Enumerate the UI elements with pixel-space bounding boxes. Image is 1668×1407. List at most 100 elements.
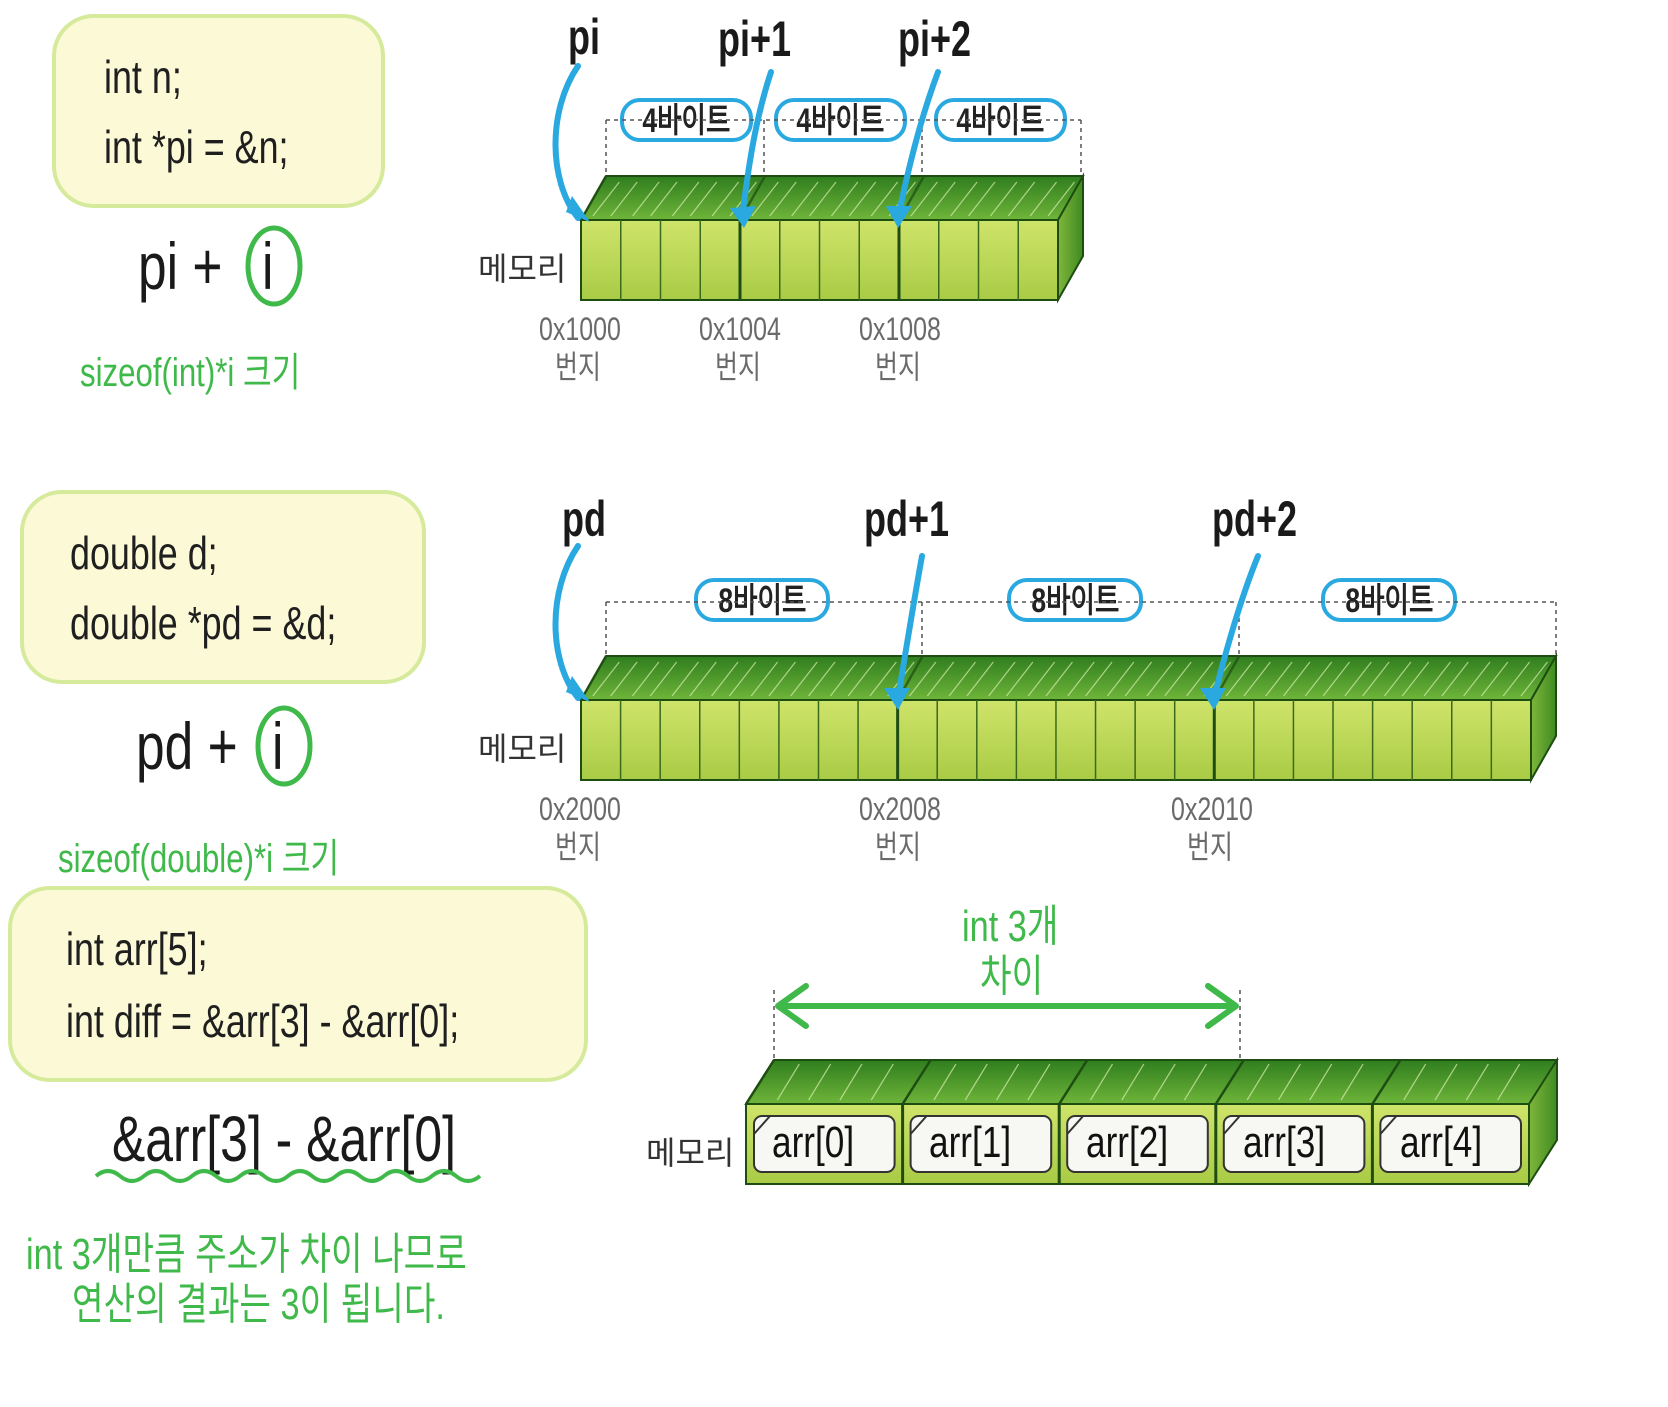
memory-strip-int [552, 63, 1085, 304]
arr-top-hatch [1403, 1063, 1427, 1101]
arr-top-hatch [1465, 1063, 1489, 1101]
top-hatch [1480, 661, 1509, 697]
top-hatch [1027, 661, 1056, 697]
arr-paper [1379, 1115, 1523, 1173]
arr-top-hatch [776, 1063, 800, 1101]
pointer-label-pd-1: pd+1 [864, 491, 950, 547]
pointer-label-pi: pi [568, 9, 600, 65]
arr-top-hatch [870, 1063, 894, 1101]
top-hatch [791, 181, 819, 217]
memory-label-1: 메모리 [478, 251, 567, 287]
top-hatch [610, 181, 638, 217]
pointer-label-pd-2: pd+2 [1212, 491, 1298, 547]
top-hatch [1006, 661, 1034, 697]
top-hatch [592, 181, 620, 217]
byte-box-4-2: 4바이트 [774, 98, 907, 142]
code-line-int-diff: int diff = &arr[3] - &arr[0]; [66, 995, 460, 1047]
arr-paper-fold [1223, 1115, 1241, 1135]
arr-top-hatch [964, 1063, 988, 1101]
pointer-label-pi-1: pi+1 [718, 11, 792, 67]
arr-top-hatch [996, 1063, 1020, 1101]
diff-label-line-2: 차이 [980, 952, 1044, 1001]
top-hatch [1047, 181, 1075, 217]
result-line-2: 연산의 결과는 3이 됩니다. [72, 1280, 445, 1329]
top-hatch [988, 661, 1016, 697]
expr-var-i-2: i [272, 709, 284, 783]
arr-top-hatch [1309, 1063, 1333, 1101]
expr-arr-diff: &arr[3] - &arr[0] [112, 1103, 456, 1175]
top-hatch [1067, 661, 1095, 697]
top-hatch [1384, 661, 1412, 697]
arr-cell-0: arr[0] [772, 1118, 855, 1167]
arr-top-divider [1058, 1059, 1089, 1105]
wavy-underline [94, 1169, 482, 1183]
arr-top-hatch [1246, 1063, 1270, 1101]
arr-top-hatch [1340, 1063, 1364, 1101]
top-hatch [592, 661, 620, 697]
arr-cell-2: arr[2] [1086, 1118, 1169, 1167]
arr-paper-fold [1066, 1115, 1084, 1135]
top-hatch [1441, 661, 1469, 697]
code-line-double-d: double d; [70, 527, 218, 579]
top-divider [579, 175, 608, 221]
arr-paper [753, 1115, 896, 1173]
top-hatch [968, 181, 996, 217]
top-hatch [1283, 661, 1311, 697]
expr-pi-plus: pi + [138, 229, 223, 303]
top-hatch [1124, 661, 1153, 697]
code-box-arr [8, 886, 588, 1082]
top-hatch [1029, 181, 1058, 217]
top-hatch [1463, 661, 1491, 697]
top-hatch [1502, 661, 1531, 697]
top-hatch [1344, 661, 1372, 697]
memory-label-3: 메모리 [646, 1135, 735, 1171]
result-line-1: int 3개만큼 주소가 차이 나므로 [26, 1230, 467, 1279]
top-hatch [632, 181, 660, 217]
top-hatch [1362, 661, 1390, 697]
top-hatch [1225, 661, 1254, 697]
size-note-double: sizeof(double)*i 크기 [58, 837, 340, 881]
top-hatch [1520, 661, 1548, 697]
arr-top-divider [1214, 1059, 1245, 1105]
memory-label-2: 메모리 [478, 731, 567, 767]
top-hatch [928, 181, 956, 217]
pointer-label-pi-2: pi+2 [898, 11, 972, 67]
arr-top-divider [1371, 1059, 1402, 1105]
arr-top-hatch [1121, 1063, 1145, 1101]
top-hatch [751, 181, 779, 217]
code-line-int-arr: int arr[5]; [66, 923, 208, 975]
expr-var-i: i [262, 229, 274, 303]
top-hatch [948, 661, 976, 697]
arr-top-hatch [839, 1063, 863, 1101]
top-hatch [711, 661, 739, 697]
arr-top-hatch [808, 1063, 832, 1101]
top-hatch [809, 181, 837, 217]
top-hatch [1146, 661, 1174, 697]
arr-top-hatch [1027, 1063, 1051, 1101]
top-hatch [950, 181, 978, 217]
byte-box-8-2: 8바이트 [1007, 578, 1143, 622]
top-hatch [1186, 661, 1214, 697]
top-hatch [1007, 181, 1036, 217]
code-line-double-pd: double *pd = &d; [70, 597, 337, 649]
arr-top-hatch [1497, 1063, 1521, 1101]
top-hatch [909, 661, 937, 697]
code-line-int-pi: int *pi = &n; [104, 121, 289, 173]
arr-top-hatch [1277, 1063, 1301, 1101]
arr-paper [909, 1115, 1053, 1173]
top-hatch [689, 661, 717, 697]
top-hatch [610, 661, 638, 697]
top-hatch [1106, 661, 1135, 697]
expr-pd-plus: pd + [136, 709, 238, 783]
arr-top-divider [901, 1059, 932, 1105]
top-hatch [1322, 661, 1350, 697]
top-hatch [847, 661, 876, 697]
arr-paper-fold [753, 1115, 771, 1135]
top-hatch [926, 661, 955, 697]
arr-cell-4: arr[4] [1400, 1118, 1483, 1167]
top-hatch [671, 181, 700, 217]
arr-top-divider [744, 1059, 776, 1105]
top-hatch [869, 661, 897, 697]
